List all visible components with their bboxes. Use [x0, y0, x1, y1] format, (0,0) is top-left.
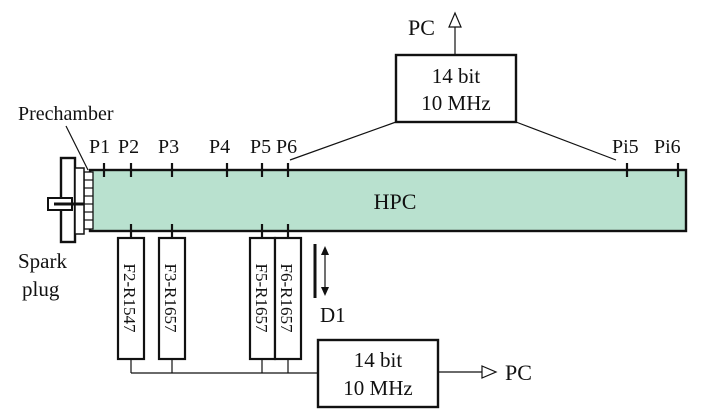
double-arrow-icon	[321, 246, 329, 296]
photodetector-f2: F2-R1547	[116, 236, 146, 361]
bottom-cabling	[130, 359, 318, 374]
arrow-right-icon	[438, 365, 498, 379]
port-label-p2: P2	[118, 136, 139, 158]
port-label-p6: P6	[276, 136, 297, 158]
cable-pi-to-daq	[515, 121, 617, 161]
cable-p6-to-daq	[289, 121, 397, 161]
photodetector-f3-label: F3-R1657	[161, 264, 180, 333]
port-label-p3: P3	[158, 136, 179, 158]
spark-plug-label-2: plug	[22, 277, 60, 301]
prechamber-label: Prechamber	[18, 103, 114, 125]
prechamber	[83, 171, 94, 230]
port-label-p4: P4	[209, 136, 230, 158]
photodetector-f2-label: F2-R1547	[120, 264, 139, 333]
spark-plug-label-1: Spark	[18, 249, 67, 273]
port-label-pi6: Pi6	[654, 136, 681, 158]
photodetector-f6: F6-R1657	[273, 236, 303, 361]
daq-bottom-box	[316, 338, 440, 409]
photodetector-f5-label: F5-R1657	[252, 264, 271, 333]
daq-top-bits: 14 bit	[432, 64, 481, 88]
daq-bottom-rate: 10 MHz	[343, 376, 412, 400]
prechamber-leader	[65, 125, 89, 171]
arrow-up-icon	[448, 11, 462, 55]
port-label-pi5: Pi5	[612, 136, 639, 158]
photodetector-f5: F5-R1657	[248, 236, 277, 361]
photodetector-f3: F3-R1657	[157, 236, 187, 361]
pc-right-label: PC	[505, 360, 532, 385]
hpc-tube	[88, 168, 688, 233]
daq-top-rate: 10 MHz	[421, 91, 490, 115]
photodetector-f6-label: F6-R1657	[277, 264, 296, 333]
port-label-p1: P1	[89, 136, 110, 158]
pressure-port-ticks	[102, 163, 680, 177]
hpc-label: HPC	[374, 189, 417, 214]
daq-bottom-bits: 14 bit	[354, 348, 403, 372]
flange-inner	[74, 167, 85, 235]
pc-top-label: PC	[408, 15, 435, 40]
spark-plug-icon	[47, 197, 84, 211]
d1-label: D1	[320, 303, 346, 327]
port-label-p5: P5	[250, 136, 271, 158]
window-port-ticks	[129, 224, 290, 238]
daq-top-box	[394, 53, 518, 124]
